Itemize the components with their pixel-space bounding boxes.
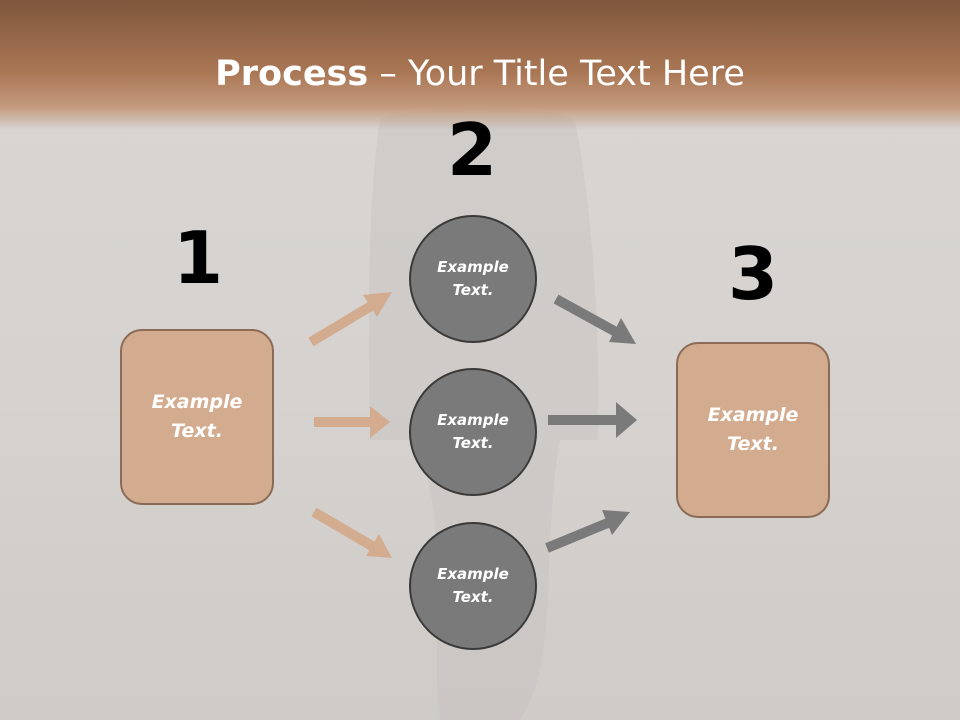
circle-bottom: Example Text. [409,522,537,650]
arrow-left-to-middle [314,406,390,438]
arrow-middle-to-right [548,402,637,438]
circle-top: Example Text. [409,215,537,343]
title-rest: – Your Title Text Here [368,54,745,94]
circle-bottom-line1: Example [437,565,509,583]
arrow-left-to-bottom [311,507,392,558]
slide-title: Process – Your Title Text Here [0,52,960,96]
right-box-line2: Text. [727,433,779,455]
circle-middle: Example Text. [409,368,537,496]
arrow-bottom-to-right [545,510,630,553]
step-number-1: 1 [172,216,224,300]
circle-top-line2: Text. [452,281,494,299]
right-box: Example Text. [676,342,830,518]
title-bold: Process [215,54,369,94]
step-number-3: 3 [727,232,779,316]
step-number-2: 2 [446,108,498,192]
arrow-top-to-right [553,294,636,344]
left-box: Example Text. [120,329,274,505]
circle-middle-line1: Example [437,411,509,429]
circle-middle-line2: Text. [452,434,494,452]
arrow-left-to-top [308,292,392,347]
circle-top-line1: Example [437,258,509,276]
title-banner [0,0,960,130]
left-box-line1: Example [151,391,243,413]
right-box-line1: Example [707,404,799,426]
circle-bottom-line2: Text. [452,588,494,606]
left-box-line2: Text. [171,420,223,442]
